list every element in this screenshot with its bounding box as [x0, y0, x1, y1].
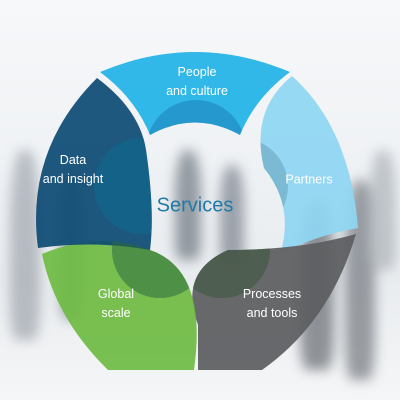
segment-label-partners: Partners — [285, 172, 333, 187]
segment-label-processes-and-tools: Processes and tools — [242, 287, 302, 320]
segment-label-people-and-culture: People and culture — [166, 65, 228, 98]
segment-people — [100, 52, 290, 135]
overlap-tint-partners — [260, 138, 288, 234]
segment-label-global-scale: Global scale — [97, 287, 135, 320]
center-label-services: Services — [156, 194, 234, 217]
segment-partners — [260, 76, 358, 255]
overlap-tint-people — [146, 100, 246, 135]
segment-label-data-and-insight: Data and insight — [42, 153, 104, 186]
overlap-tint-data — [94, 138, 152, 234]
